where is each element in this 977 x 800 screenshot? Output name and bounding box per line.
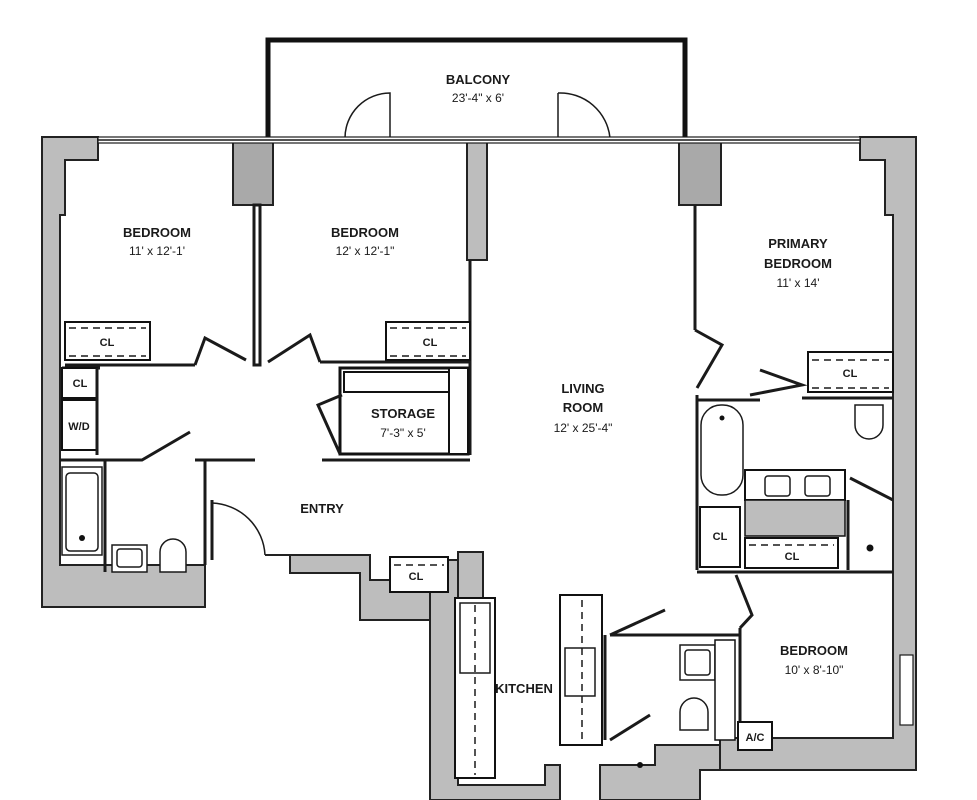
bedroom1-door: [193, 335, 247, 366]
balcony-rail: [265, 37, 688, 138]
column: [232, 141, 274, 206]
shower-door: [849, 476, 894, 502]
entry-door: [211, 502, 266, 556]
closet-linen: [699, 506, 741, 568]
primary-dims: 11' x 14': [776, 276, 819, 290]
closet-label: CL: [100, 337, 115, 349]
living-label-2: ROOM: [563, 400, 603, 415]
bedroom3-label: BEDROOM: [780, 643, 848, 658]
closet-label: CL: [713, 531, 728, 543]
primary-label-1: PRIMARY: [768, 236, 828, 251]
closet-label: CL: [843, 368, 858, 380]
storage-dims: 7'-3" x 5': [380, 426, 426, 440]
hall-bath-door: [609, 608, 666, 637]
toilet: [854, 404, 884, 440]
living-label-1: LIVING: [561, 381, 604, 396]
exterior-wall-right: [719, 136, 917, 771]
hall-bath-door-2: [609, 713, 651, 742]
storage-label: STORAGE: [371, 406, 435, 421]
closet-entry: [389, 556, 449, 593]
closet-primary: [807, 351, 894, 393]
washer-dryer-label: W/D: [68, 421, 89, 433]
bedroom2-label: BEDROOM: [331, 225, 399, 240]
entry-label: ENTRY: [300, 501, 344, 516]
bedroom3-door: [734, 574, 754, 630]
primary-closet-door: [749, 368, 808, 397]
window-bedroom3: [899, 654, 914, 726]
balcony-dims: 23'-4" x 6': [452, 91, 504, 105]
bath-door: [60, 430, 191, 462]
column: [678, 141, 722, 206]
bedroom2-dims: 12' x 12'-1": [336, 244, 395, 258]
exterior-wall-bottom: [599, 744, 721, 800]
wall: [252, 203, 262, 367]
bedroom3-dims: 10' x 8'-10": [785, 663, 844, 677]
closet-label: CL: [73, 378, 88, 390]
bathtub: [700, 404, 744, 496]
ac-unit: [737, 721, 773, 751]
primary-label-2: BEDROOM: [764, 256, 832, 271]
balcony-door-left: [344, 92, 391, 139]
closet-label: CL: [409, 571, 424, 583]
exterior-wall-left: [41, 136, 206, 608]
storage-door: [316, 393, 343, 455]
balcony-door-right: [557, 92, 611, 139]
primary-door: [694, 328, 725, 389]
bedroom1-dims: 11' x 12'-1': [129, 244, 185, 258]
bedroom2-door: [267, 332, 322, 364]
kitchen-label: KITCHEN: [495, 681, 553, 696]
living-dims: 12' x 25'-4": [554, 421, 613, 435]
balcony-label: BALCONY: [446, 72, 511, 87]
toilet: [679, 697, 709, 731]
toilet: [159, 538, 187, 573]
ac-label: A/C: [746, 732, 765, 744]
column: [466, 139, 488, 261]
closet-label: CL: [785, 551, 800, 563]
bedroom1-label: BEDROOM: [123, 225, 191, 240]
closet-label: CL: [423, 337, 438, 349]
closet-small: [61, 367, 98, 399]
closet-primary-bath: [744, 537, 839, 569]
